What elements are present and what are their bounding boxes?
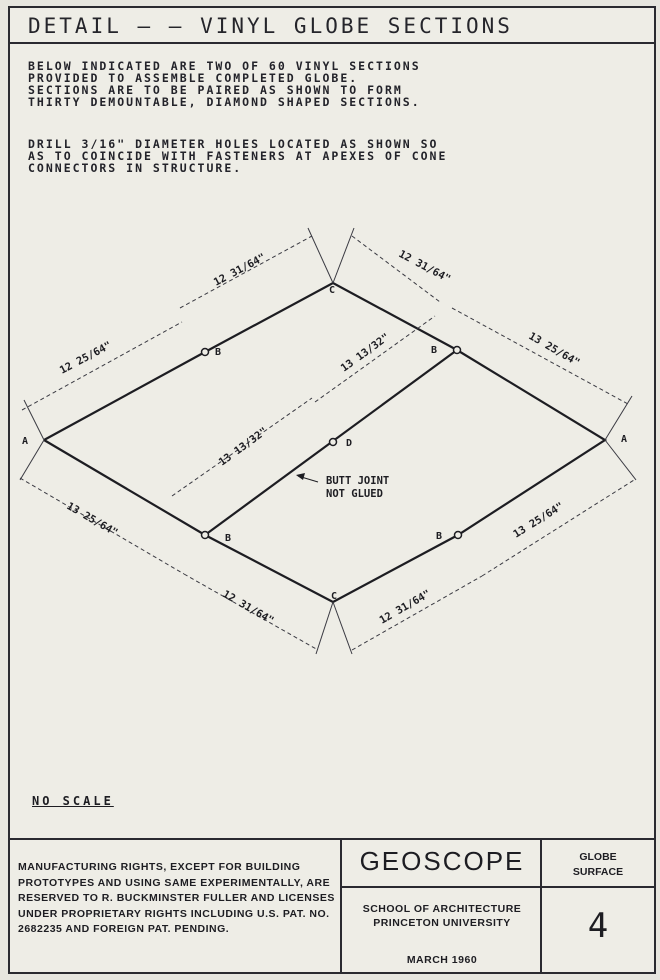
drawing-sheet: DETAIL — — VINYL GLOBE SECTIONS BELOW IN… [8, 6, 656, 974]
hole-b-bottom-left [200, 530, 210, 540]
school-name: SCHOOL OF ARCHITECTURE PRINCETON UNIVERS… [344, 902, 540, 930]
butt-joint-line-1: BUTT JOINT [326, 475, 389, 487]
scale-note: NO SCALE [32, 794, 114, 808]
dim-top-left-lower: 12 25/64" [58, 339, 114, 376]
dim-top-right-upper: 12 31/64" [397, 248, 453, 285]
callout-arrowhead [296, 473, 305, 480]
hole-b-bottom-right [453, 530, 463, 540]
butt-joint-callout: BUTT JOINT NOT GLUED [296, 473, 396, 500]
dimension-labels: 12 31/64" 12 25/64" 12 31/64" 13 25/64" … [58, 248, 582, 627]
sheet-number: 4 [587, 906, 609, 946]
dim-top-left-upper: 12 31/64" [212, 251, 268, 288]
dim-bottom-right-lower: 12 31/64" [378, 588, 433, 627]
assembly-note: BELOW INDICATED ARE TWO OF 60 VINYL SECT… [28, 59, 421, 109]
drawing-date: MARCH 1960 [406, 954, 478, 966]
point-labels: A A B B B B C C D [22, 285, 627, 602]
point-label-d-center: D [346, 438, 352, 449]
sheet-title-line-1: GLOBE [579, 851, 617, 863]
point-label-b-top-right: B [431, 345, 437, 356]
drilling-note: DRILL 3/16" DIAMETER HOLES LOCATED AS SH… [28, 137, 448, 175]
diamond-outline [43, 281, 608, 604]
hole-b-top-right [452, 345, 462, 355]
point-label-b-bottom-left: B [225, 533, 231, 544]
butt-joint-line-2: NOT GLUED [326, 488, 383, 500]
school-line-2: PRINCETON UNIVERSITY [373, 917, 511, 929]
title-block: MANUFACTURING RIGHTS, EXCEPT FOR BUILDIN… [10, 838, 654, 974]
point-label-a-left: A [22, 436, 28, 447]
point-label-c-top: C [329, 285, 335, 296]
dim-top-right-lower: 13 25/64" [527, 330, 582, 369]
point-label-b-top-left: B [215, 347, 221, 358]
section-outline [43, 281, 608, 604]
dim-bottom-right-upper: 13 25/64" [511, 500, 566, 540]
school-line-1: SCHOOL OF ARCHITECTURE [362, 903, 522, 915]
project-name: GEOSCOPE [359, 846, 525, 876]
sheet-title-line-2: SURFACE [572, 866, 624, 878]
point-label-b-bottom-right: B [436, 531, 442, 542]
dim-diagonal-lower: 13 13/32" [217, 425, 270, 468]
dim-bottom-left-upper: 13 25/64" [65, 500, 120, 539]
hole-d-center [328, 437, 338, 447]
hole-b-top-left [200, 347, 210, 357]
rights-notice: MANUFACTURING RIGHTS, EXCEPT FOR BUILDIN… [18, 861, 335, 935]
drill-holes [200, 345, 463, 540]
point-label-a-right: A [621, 434, 627, 445]
dimension-lines [19, 235, 635, 651]
dim-bottom-left-lower: 12 31/64" [221, 588, 276, 627]
point-label-c-bottom: C [331, 591, 337, 602]
title-block-divider-1 [340, 840, 342, 974]
sheet-title: GLOBE SURFACE [542, 850, 654, 880]
title-bar: DETAIL — — VINYL GLOBE SECTIONS [10, 8, 654, 44]
title-block-divider-2 [540, 840, 542, 974]
butt-joint-note: BUTT JOINT NOT GLUED [326, 475, 396, 500]
title-block-divider-3 [340, 886, 654, 888]
drawing-title: DETAIL — — VINYL GLOBE SECTIONS [28, 14, 513, 38]
extension-lines [19, 227, 637, 655]
